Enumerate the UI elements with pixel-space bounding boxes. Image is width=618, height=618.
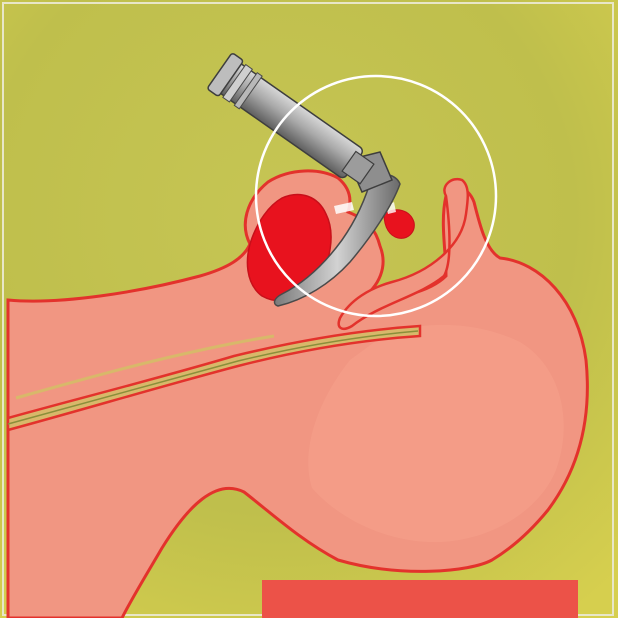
bottom-panel: [262, 580, 578, 618]
